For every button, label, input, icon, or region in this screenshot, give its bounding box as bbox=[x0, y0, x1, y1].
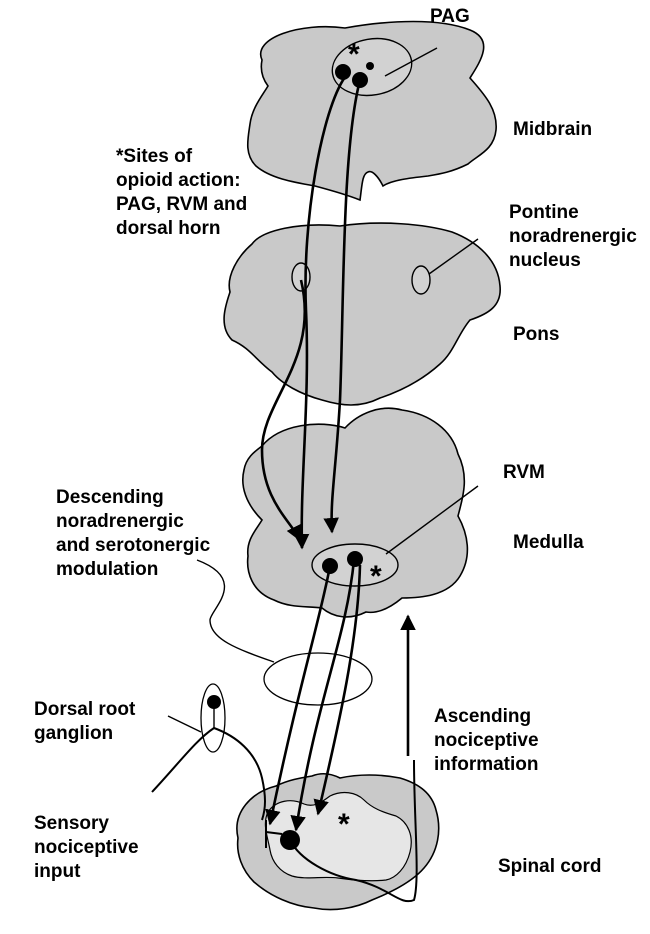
rvm-neuron-2 bbox=[347, 551, 363, 567]
label-midbrain: Midbrain bbox=[513, 119, 592, 140]
svg-text:ganglion: ganglion bbox=[34, 723, 113, 744]
svg-text:Sensory: Sensory bbox=[34, 813, 109, 834]
pag-neuron-2 bbox=[352, 72, 368, 88]
label-spinal-cord: Spinal cord bbox=[498, 856, 601, 877]
label-medulla: Medulla bbox=[513, 532, 584, 553]
svg-text:nucleus: nucleus bbox=[509, 250, 581, 271]
rvm-neuron-1 bbox=[322, 558, 338, 574]
pontine-nucleus-left bbox=[292, 263, 310, 291]
svg-text:Pontine: Pontine bbox=[509, 202, 579, 223]
svg-text:*Sites of: *Sites of bbox=[116, 146, 193, 167]
svg-text:noradrenergic: noradrenergic bbox=[56, 511, 184, 532]
label-ascending-nociceptive-information: Ascending nociceptive information bbox=[434, 706, 539, 775]
pons-section bbox=[224, 223, 500, 405]
svg-text:modulation: modulation bbox=[56, 559, 158, 580]
ascending-tract-ellipse bbox=[264, 653, 372, 705]
svg-text:Ascending: Ascending bbox=[434, 706, 531, 727]
label-pag: PAG bbox=[430, 6, 470, 27]
svg-text:Descending: Descending bbox=[56, 487, 164, 508]
label-pontine-noradrenergic-nucleus: Pontine noradrenergic nucleus bbox=[509, 202, 637, 271]
svg-text:Dorsal root: Dorsal root bbox=[34, 699, 136, 720]
svg-text:noradrenergic: noradrenergic bbox=[509, 226, 637, 247]
pontine-nucleus-right bbox=[412, 266, 430, 294]
label-sites-of-opioid-action: *Sites of opioid action: PAG, RVM and do… bbox=[116, 146, 247, 239]
drg-leader bbox=[168, 716, 201, 732]
pag-neuron-small bbox=[366, 62, 374, 70]
dorsal-root-ganglion bbox=[201, 684, 225, 752]
svg-text:input: input bbox=[34, 861, 81, 882]
label-pons: Pons bbox=[513, 324, 559, 345]
label-descending-modulation: Descending noradrenergic and serotonergi… bbox=[56, 487, 211, 580]
svg-text:opioid action:: opioid action: bbox=[116, 170, 241, 191]
svg-text:and serotonergic: and serotonergic bbox=[56, 535, 211, 556]
svg-text:nociceptive: nociceptive bbox=[34, 837, 139, 858]
pag-opioid-marker: * bbox=[348, 38, 360, 71]
svg-text:nociceptive: nociceptive bbox=[434, 730, 539, 751]
rvm-opioid-marker: * bbox=[370, 560, 382, 593]
svg-text:information: information bbox=[434, 754, 539, 775]
dorsal-horn-opioid-marker: * bbox=[338, 808, 350, 841]
svg-text:dorsal horn: dorsal horn bbox=[116, 218, 221, 239]
label-dorsal-root-ganglion: Dorsal root ganglion bbox=[34, 699, 136, 744]
label-sensory-nociceptive-input: Sensory nociceptive input bbox=[34, 813, 139, 882]
label-rvm: RVM bbox=[503, 462, 545, 483]
svg-text:PAG, RVM and: PAG, RVM and bbox=[116, 194, 247, 215]
